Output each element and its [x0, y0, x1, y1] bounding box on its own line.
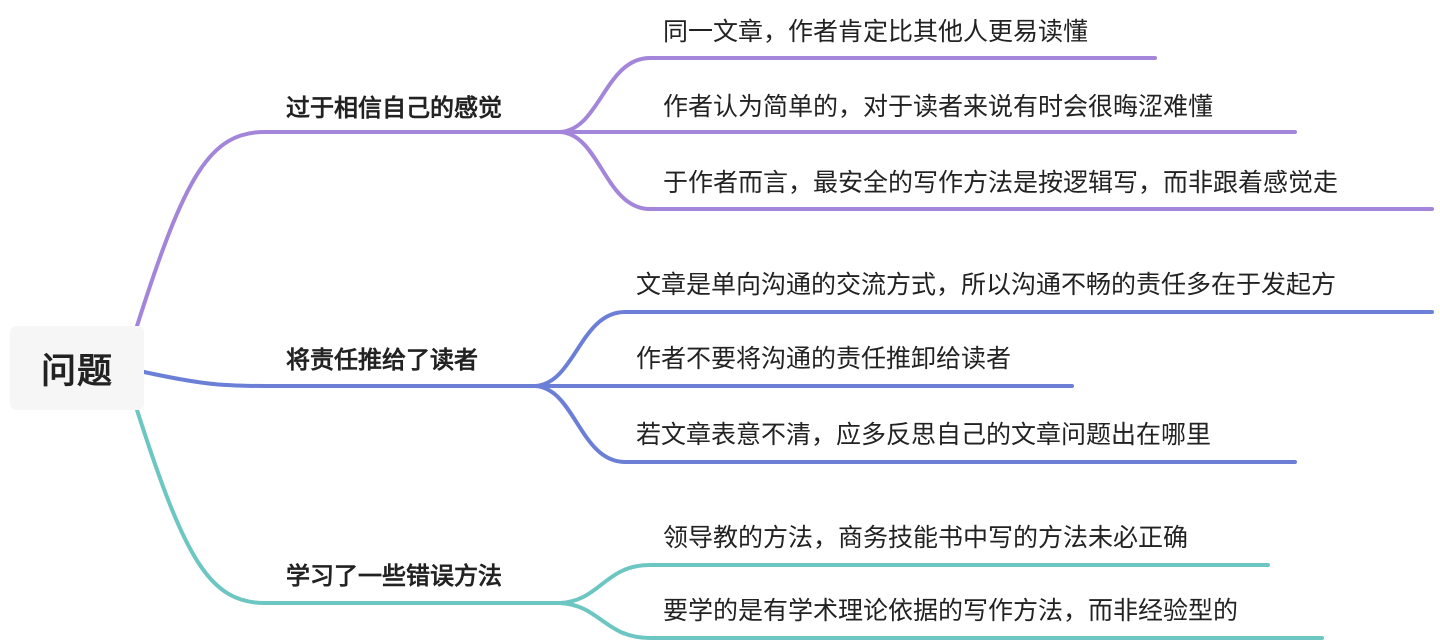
root-label: 问题: [40, 351, 113, 392]
branch-3-connector: [135, 408, 562, 605]
branch-1-leaf-3[interactable]: 于作者而言，最安全的写作方法是按逻辑写，而非跟着感觉走: [663, 168, 1339, 197]
branch-1-topic[interactable]: 过于相信自己的感觉: [286, 94, 502, 122]
branch-3-leaf-1-connector: [558, 563, 1270, 605]
branch-2-leaf-1-connector: [533, 310, 1434, 388]
branch-3-leaf-1[interactable]: 领导教的方法，商务技能书中写的方法未必正确: [663, 523, 1189, 552]
branch-1-leaf-2[interactable]: 作者认为简单的，对于读者来说有时会很晦涩难懂: [663, 92, 1214, 121]
root-node[interactable]: 问题: [10, 326, 144, 410]
branch-3-topic[interactable]: 学习了一些错误方法: [286, 562, 502, 590]
branch-2-leaf-3[interactable]: 若文章表意不清，应多反思自己的文章问题出在哪里: [636, 420, 1212, 449]
branch-3-leaf-2-connector: [558, 601, 1324, 640]
branch-1-connector: [135, 130, 562, 328]
branch-2-leaf-1[interactable]: 文章是单向沟通的交流方式，所以沟通不畅的责任多在于发起方: [636, 270, 1337, 299]
branch-2-topic[interactable]: 将责任推给了读者: [286, 346, 478, 374]
branch-2-connector: [142, 370, 537, 388]
branch-1-leaf-3-connector: [558, 130, 1434, 211]
branch-1-leaf-1[interactable]: 同一文章，作者肯定比其他人更易读懂: [663, 17, 1089, 46]
branch-3-leaf-2[interactable]: 要学的是有学术理论依据的写作方法，而非经验型的: [663, 596, 1239, 625]
branch-2-leaf-3-connector: [533, 384, 1297, 464]
branch-2-leaf-2[interactable]: 作者不要将沟通的责任推卸给读者: [636, 344, 1012, 373]
branch-1-leaf-1-connector: [558, 56, 1157, 134]
